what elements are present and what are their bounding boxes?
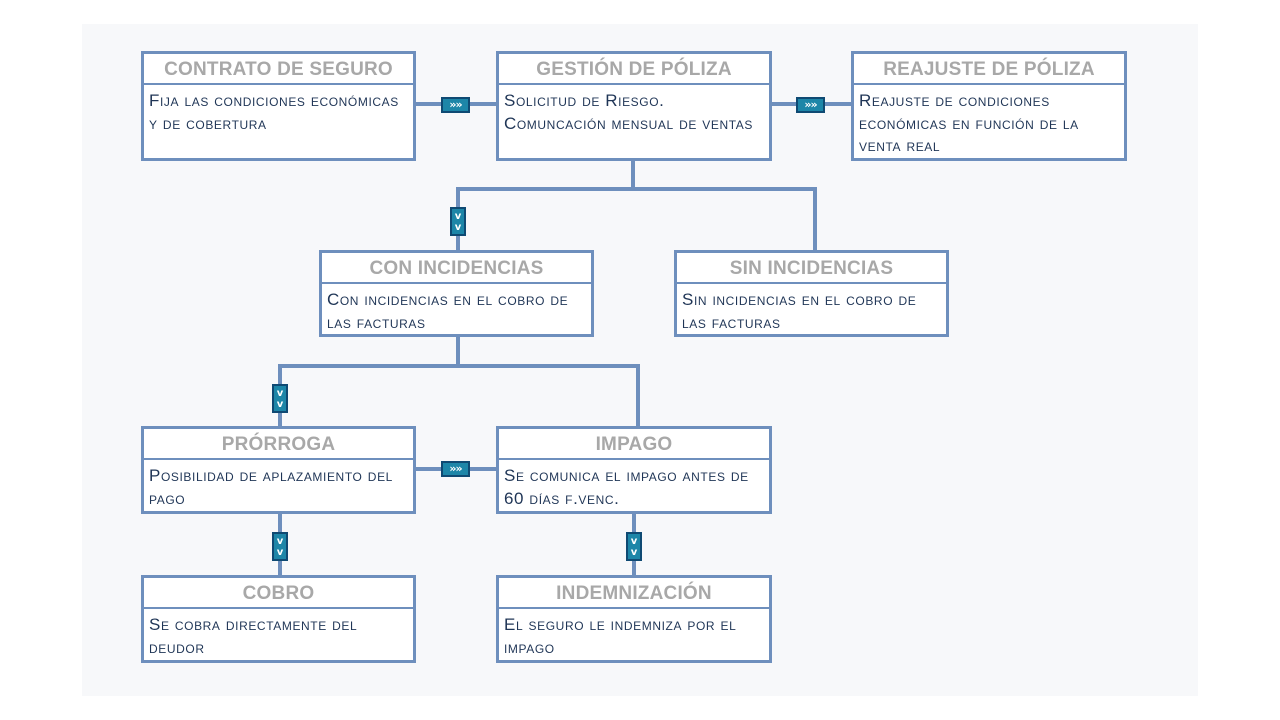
node-prorroga: PRÓRROGA Posibilidad de aplazamiento del… xyxy=(141,426,416,514)
node-title: CONTRATO DE SEGURO xyxy=(144,54,413,85)
node-title: CON INCIDENCIAS xyxy=(322,253,591,284)
connector-to-sin-incidencias xyxy=(813,187,817,252)
node-description: El seguro le indemniza por el impago xyxy=(504,615,737,657)
node-sin-incidencias: SIN INCIDENCIAS Sin incidencias en el co… xyxy=(674,250,949,337)
node-con-incidencias: CON INCIDENCIAS Con incidencias en el co… xyxy=(319,250,594,337)
node-impago: IMPAGO Se comunica el impago antes de 60… xyxy=(496,426,772,514)
node-indemnizacion: INDEMNIZACIÓN El seguro le indemniza por… xyxy=(496,575,772,663)
connector-branch-horizontal-2 xyxy=(278,364,640,368)
node-title: PRÓRROGA xyxy=(144,429,413,460)
node-description: Solicitud de Riesgo. Comuncación mensual… xyxy=(504,91,753,133)
node-description: Posibilidad de aplazamiento del pago xyxy=(149,466,393,508)
node-title: IMPAGO xyxy=(499,429,769,460)
double-chevron-right-icon: »» xyxy=(441,97,470,113)
node-description: Sin incidencias en el cobro de las factu… xyxy=(682,290,917,332)
node-title: SIN INCIDENCIAS xyxy=(677,253,946,284)
connector-to-impago xyxy=(636,364,640,428)
connector-con-incidencias-down xyxy=(456,335,460,367)
node-title: INDEMNIZACIÓN xyxy=(499,578,769,609)
node-description: Con incidencias en el cobro de las factu… xyxy=(327,290,569,332)
connector-branch-horizontal-1 xyxy=(456,187,817,191)
node-title: GESTIÓN DE PÓLIZA xyxy=(499,54,769,85)
node-contrato-de-seguro: CONTRATO DE SEGURO Fija las condiciones … xyxy=(141,51,416,161)
node-gestion-de-poliza: GESTIÓN DE PÓLIZA Solicitud de Riesgo. C… xyxy=(496,51,772,161)
double-chevron-right-icon: »» xyxy=(441,461,470,477)
double-chevron-right-icon: »» xyxy=(796,97,825,113)
node-description: Fija las condiciones económicas y de cob… xyxy=(149,91,399,133)
node-title: COBRO xyxy=(144,578,413,609)
node-description: Reajuste de condiciones económicas en fu… xyxy=(859,91,1079,155)
node-reajuste-de-poliza: REAJUSTE DE PÓLIZA Reajuste de condicion… xyxy=(851,51,1127,161)
node-title: REAJUSTE DE PÓLIZA xyxy=(854,54,1124,85)
node-cobro: COBRO Se cobra directamente del deudor xyxy=(141,575,416,663)
node-description: Se comunica el impago antes de 60 días f… xyxy=(504,466,749,508)
connector-gestion-down xyxy=(631,159,635,189)
node-description: Se cobra directamente del deudor xyxy=(149,615,358,657)
